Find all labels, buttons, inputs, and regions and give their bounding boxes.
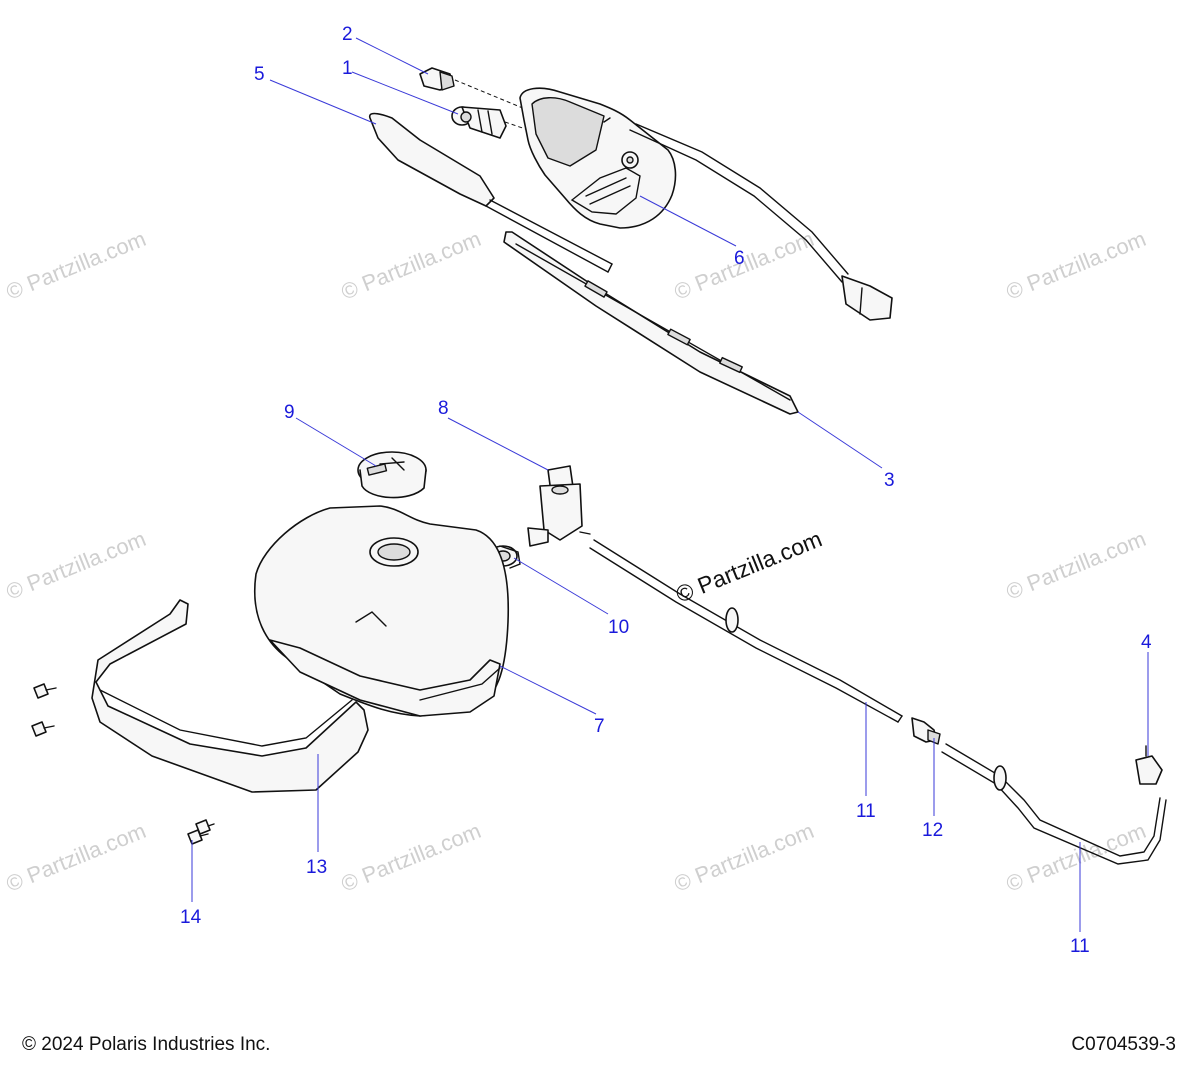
leader-line-2 xyxy=(355,37,429,75)
watermark: © Partzilla.com xyxy=(338,226,485,305)
leader-line-10 xyxy=(513,557,609,615)
part-6-wiper-motor xyxy=(519,87,893,321)
watermark: © Partzilla.com xyxy=(1003,226,1150,305)
watermark: © Partzilla.com xyxy=(671,818,818,897)
part-7-reservoir xyxy=(254,505,510,717)
watermark: © Partzilla.com xyxy=(3,526,150,605)
screw-icon xyxy=(33,683,57,699)
callout-13: 13 xyxy=(306,857,327,878)
leader-line-8 xyxy=(447,417,549,471)
diagram-code: C0704539-3 xyxy=(1071,1034,1176,1055)
callout-11a: 11 xyxy=(856,801,876,822)
watermark: © Partzilla.com xyxy=(338,818,485,897)
watermark: © Partzilla.com xyxy=(3,818,150,897)
callout-14: 14 xyxy=(180,907,202,928)
leader-line-1 xyxy=(351,71,459,115)
part-14-screws xyxy=(31,683,215,845)
leader-lines xyxy=(191,37,1149,932)
callout-2: 2 xyxy=(342,24,353,45)
callout-11b: 11 xyxy=(1070,936,1090,957)
part-11-hose-upper xyxy=(589,539,903,723)
callout-5: 5 xyxy=(254,64,265,85)
leader-line-9 xyxy=(295,417,377,467)
callout-4: 4 xyxy=(1141,632,1152,653)
watermark-layer: © Partzilla.com © Partzilla.com © Partzi… xyxy=(3,226,1150,897)
part-12-connector xyxy=(911,717,941,745)
callout-7: 7 xyxy=(594,716,605,737)
copyright-notice: © 2024 Polaris Industries Inc. xyxy=(22,1034,271,1055)
callout-6: 6 xyxy=(734,248,745,269)
callout-labels: 2 1 5 6 3 9 8 10 7 11 12 4 11 13 14 xyxy=(180,24,1152,957)
leader-line-3 xyxy=(797,411,883,469)
part-8-pump xyxy=(527,465,591,547)
leader-line-6 xyxy=(639,195,737,247)
watermark: © Partzilla.com xyxy=(1003,526,1150,605)
screw-icon xyxy=(31,721,55,737)
part-2-nut xyxy=(419,67,455,91)
callout-12: 12 xyxy=(922,820,943,841)
watermark-center: © Partzilla.com xyxy=(672,525,825,607)
watermark: © Partzilla.com xyxy=(3,226,150,305)
callout-9: 9 xyxy=(284,402,295,423)
callout-3: 3 xyxy=(884,470,895,491)
watermark: © Partzilla.com xyxy=(1003,818,1150,897)
part-5-wiper-arm xyxy=(368,112,613,273)
callout-10: 10 xyxy=(608,617,629,638)
leader-line-5 xyxy=(269,79,377,125)
leader-line-7 xyxy=(499,665,597,715)
part-11-hose-lower xyxy=(941,743,1167,865)
callout-8: 8 xyxy=(438,398,449,419)
part-9-cap xyxy=(357,451,427,499)
part-4-nozzle xyxy=(1135,745,1163,785)
callout-1: 1 xyxy=(342,58,353,79)
part-13-strap xyxy=(91,599,369,793)
part-1-grommet xyxy=(451,106,507,139)
